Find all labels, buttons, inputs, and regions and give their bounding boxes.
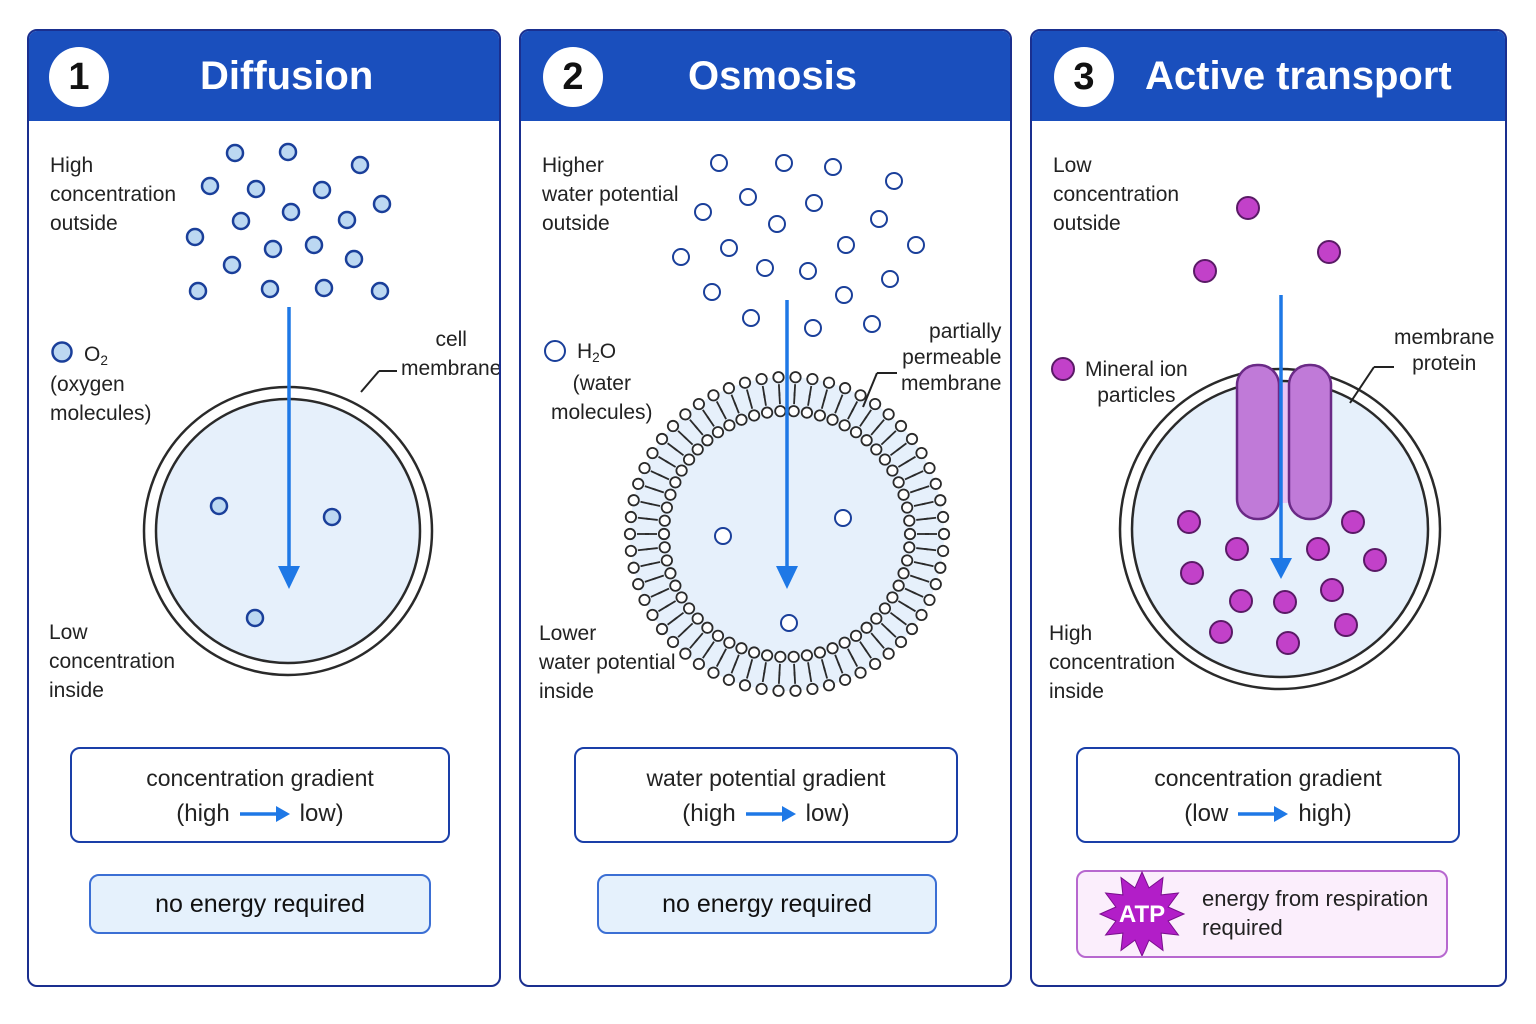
mineral-ion-legend-icon — [1051, 357, 1075, 381]
gradient-title: concentration gradient — [146, 765, 374, 791]
panel-title: Diffusion — [200, 54, 374, 98]
membrane-protein — [1235, 363, 1333, 521]
atp-label: ATP — [1119, 901, 1165, 928]
outside-oxygen-molecules — [185, 142, 392, 301]
gradient-to: low) — [299, 800, 344, 827]
osmosis-direction-arrow — [776, 300, 798, 589]
panel-header: 2 Osmosis — [521, 31, 1010, 121]
gradient-from: (high — [176, 800, 230, 827]
gradient-arrow-icon — [1238, 806, 1289, 822]
panel-title: Active transport — [1145, 54, 1452, 98]
gradient-title: concentration gradient — [1154, 765, 1382, 791]
diffusion-diagram — [51, 142, 434, 677]
atp-starburst-icon: ATP — [1098, 870, 1186, 956]
gradient-box: water potential gradient (high low) — [574, 747, 958, 843]
gradient-title: water potential gradient — [646, 765, 886, 791]
panel-header: 1 Diffusion — [29, 31, 499, 121]
osmosis-diagram — [544, 154, 951, 697]
water-legend-icon — [544, 340, 566, 362]
gradient-to: low) — [805, 800, 850, 827]
energy-box: no energy required — [89, 874, 431, 934]
active-transport-direction-arrow — [1270, 295, 1292, 579]
active-transport-diagram — [1051, 196, 1442, 691]
phospholipid-bilayer — [623, 371, 951, 697]
gradient-box: concentration gradient (high low) — [70, 747, 450, 843]
energy-box: no energy required — [597, 874, 937, 934]
gradient-arrow-icon — [745, 806, 796, 822]
gradient-box: concentration gradient (low high) — [1076, 747, 1460, 843]
outside-water-molecules — [672, 154, 925, 337]
outside-mineral-ions — [1193, 196, 1341, 283]
step-number-badge: 2 — [543, 47, 603, 107]
gradient-arrow-icon — [239, 806, 290, 822]
panel-header: 3 Active transport — [1032, 31, 1505, 121]
oxygen-legend-icon — [51, 341, 73, 363]
oxygen-legend-formula: O2 — [84, 343, 108, 369]
gradient-from: (high — [682, 800, 736, 827]
step-number-badge: 1 — [49, 47, 109, 107]
gradient-from: (low — [1184, 800, 1229, 827]
inside-water-molecules — [714, 509, 852, 632]
water-legend-formula: H2O — [577, 340, 617, 366]
diffusion-direction-arrow — [278, 307, 300, 589]
step-number-badge: 3 — [1054, 47, 1114, 107]
gradient-to: high) — [1298, 800, 1352, 827]
inside-mineral-ions — [1177, 510, 1387, 655]
inside-oxygen-molecules — [209, 496, 342, 628]
panel-title: Osmosis — [688, 54, 857, 98]
